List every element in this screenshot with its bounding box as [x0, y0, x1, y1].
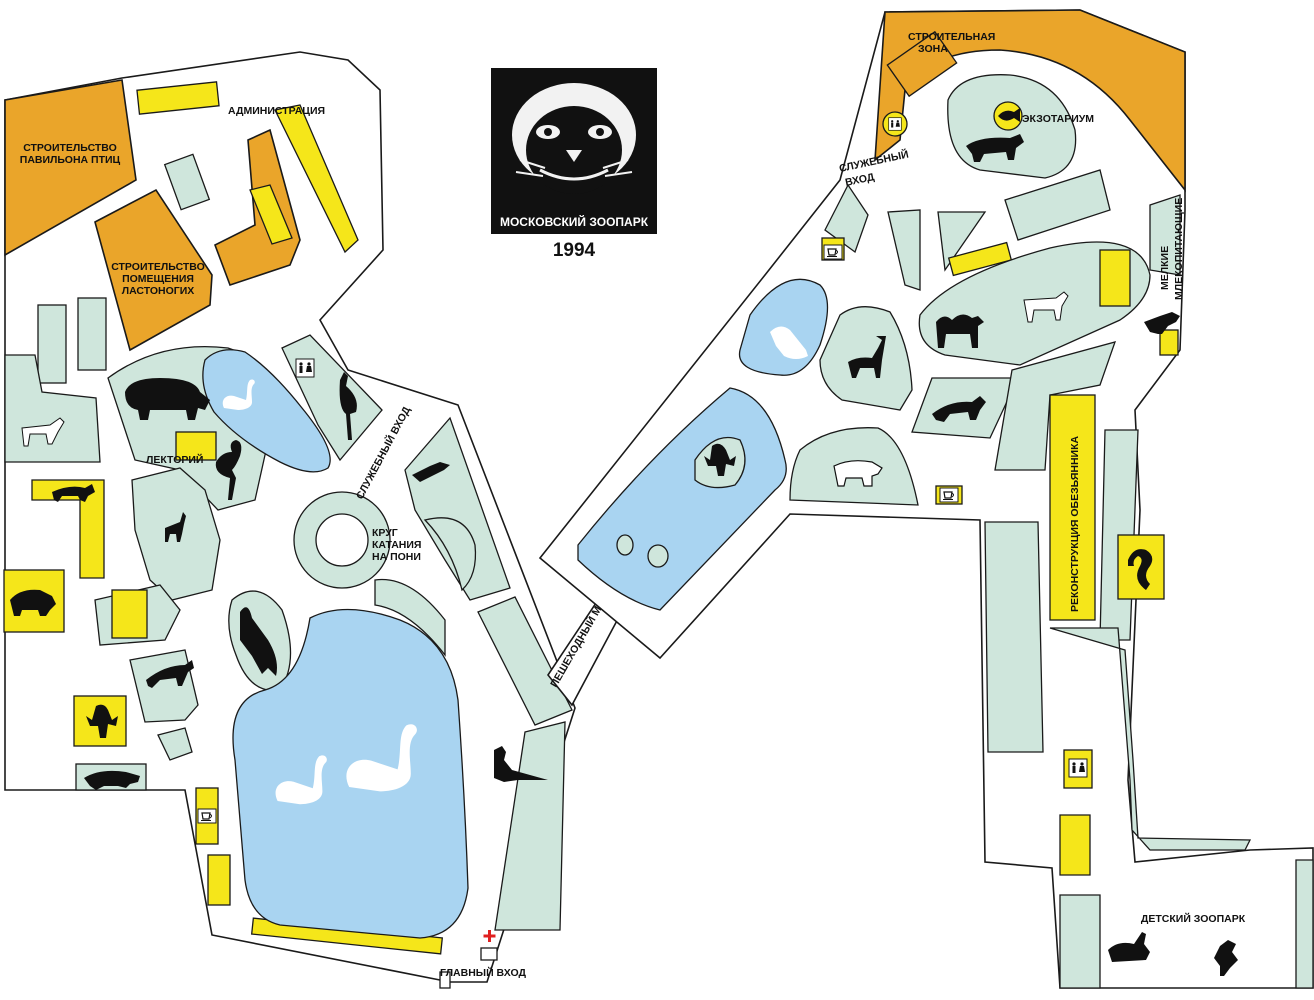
- enclosure-bird-right: [404, 416, 511, 601]
- polar-bear-icon: [833, 460, 883, 487]
- logo-name: МОСКОВСКИЙ ЗООПАРК: [500, 214, 649, 229]
- enclosure-tiny: [157, 727, 193, 761]
- enclosure-path-strip: [477, 596, 573, 726]
- admin-building-long: [274, 104, 359, 254]
- small-mammals-label-2: МЛЕКОПИТАЮЩИЕ: [1173, 198, 1185, 300]
- antelope-icon: [165, 512, 186, 542]
- lecture-label: ЛЕКТОРИЙ: [146, 453, 203, 466]
- enclosure-upper-left: [824, 183, 869, 254]
- admin-label: АДМИНИСТРАЦИЯ: [228, 105, 325, 117]
- bird-pavilion-label-1: СТРОИТЕЛЬСТВО: [23, 142, 117, 154]
- children-zoo-right-column: [1295, 859, 1314, 989]
- camel-icon: [936, 314, 984, 348]
- entrance-post: [439, 971, 451, 989]
- eagle-icon: [240, 607, 277, 676]
- cafe-icon-right-mid: [939, 487, 959, 503]
- enclosure-lower-right-col: [984, 521, 1044, 753]
- exotarium-label: ЭКЗОТАРИУМ: [1022, 113, 1094, 125]
- horse-icon-left: [21, 417, 65, 447]
- pony-label-3: НА ПОНИ: [372, 551, 421, 563]
- lake-island-1: [616, 534, 634, 556]
- children-zoo: [1059, 894, 1101, 989]
- pony-ring-inner: [315, 513, 369, 567]
- pinnipeds-construction: [94, 188, 213, 352]
- monkey-icon-right: [704, 443, 736, 476]
- ibex-icon: [848, 336, 886, 378]
- enclosure-small-1: [163, 153, 211, 211]
- pinnipeds-label-3: ЛАСТОНОГИХ: [122, 285, 195, 297]
- panther-icon: [84, 770, 140, 790]
- enclosure-crescent: [423, 517, 477, 592]
- kangaroo-icon: [494, 746, 548, 782]
- logo-year: 1994: [553, 240, 596, 261]
- enclosure-right-strip: [1004, 169, 1111, 241]
- cheetah-icon-left: [146, 660, 194, 688]
- pony-label-2: КАТАНИЯ: [372, 539, 421, 551]
- crane-icon: [339, 372, 357, 440]
- bird-pavilion-label-2: ПАВИЛЬОНА ПТИЦ: [20, 154, 121, 166]
- admin-building-top: [136, 81, 220, 115]
- construction-zone-label-1: СТРОИТЕЛЬНАЯ: [908, 31, 995, 43]
- monkey-icon-left: [86, 704, 118, 738]
- bear-icon: [10, 589, 56, 616]
- first-aid-icon: [483, 930, 496, 942]
- bird-pavilion-construction: [4, 79, 137, 257]
- yellow-strip-mid: [947, 241, 1013, 277]
- construction-zone-building: [886, 30, 958, 98]
- snake-icon: [1128, 549, 1153, 590]
- rabbit-icon: [1108, 932, 1150, 962]
- cafe-icon-left: [197, 808, 217, 824]
- flamingo-icon: [215, 440, 242, 500]
- tiger-icon: [966, 134, 1024, 162]
- enclosure-column: [887, 209, 921, 291]
- yellow-small-block: [111, 589, 148, 639]
- main-entrance-label: ГЛАВНЫЙ ВХОД: [440, 966, 526, 979]
- starling-icon: [412, 462, 450, 482]
- monkey-house-right: [1049, 394, 1096, 621]
- fish-icon: [998, 108, 1020, 122]
- enclosure-lower-right-tall: [1049, 627, 1252, 851]
- zoo-logo: [491, 68, 657, 234]
- toilet-icon-right-bottom: [1068, 758, 1088, 778]
- lake-small-left: [202, 349, 331, 473]
- kiosk-left-bottom: [207, 854, 231, 906]
- construction-zone-label-2: ЗОНА: [918, 43, 948, 55]
- pony-label-1: КРУГ: [372, 527, 398, 539]
- enclosure-lake-side: [374, 578, 446, 657]
- toilet-icon-right: [888, 117, 902, 131]
- children-zoo-label: ДЕТСКИЙ ЗООПАРК: [1141, 912, 1246, 925]
- entrance-gate: [480, 947, 498, 961]
- monkey-house-label: РЕКОНСТРУКЦИЯ ОБЕЗЬЯННИКА: [1069, 436, 1081, 612]
- small-mammals-building: [1159, 329, 1179, 356]
- enclosure-small-2: [37, 304, 67, 384]
- enclosure-small-3: [77, 297, 107, 371]
- pinnipeds-label-2: ПОМЕЩЕНИЯ: [122, 273, 194, 285]
- fox-icon: [1144, 312, 1180, 334]
- musk-ox-icon: [125, 378, 210, 420]
- small-mammals-label-1: МЕЛКИЕ: [1159, 246, 1171, 290]
- cheetah-icon-left-top: [52, 484, 95, 502]
- admin-building-side: [249, 184, 293, 245]
- cafe-icon-right-top: [823, 244, 843, 260]
- puma-icon: [932, 396, 986, 422]
- toilet-icon: [295, 358, 315, 378]
- yellow-house-camel: [1099, 249, 1131, 307]
- lake-island-2: [647, 544, 669, 568]
- pinnipeds-label-1: СТРОИТЕЛЬСТВО: [111, 261, 205, 273]
- yellow-l-building: [1059, 814, 1091, 876]
- enclosure-kangaroo: [494, 721, 566, 931]
- enclosure-triangle: [937, 211, 987, 272]
- rooster-icon: [1214, 940, 1238, 976]
- enclosure-small-mammals: [1149, 194, 1181, 276]
- predator-house: [31, 479, 105, 579]
- horse-icon-right: [1023, 291, 1069, 323]
- pelican-icon: [770, 326, 808, 359]
- lecture-building: [175, 431, 217, 461]
